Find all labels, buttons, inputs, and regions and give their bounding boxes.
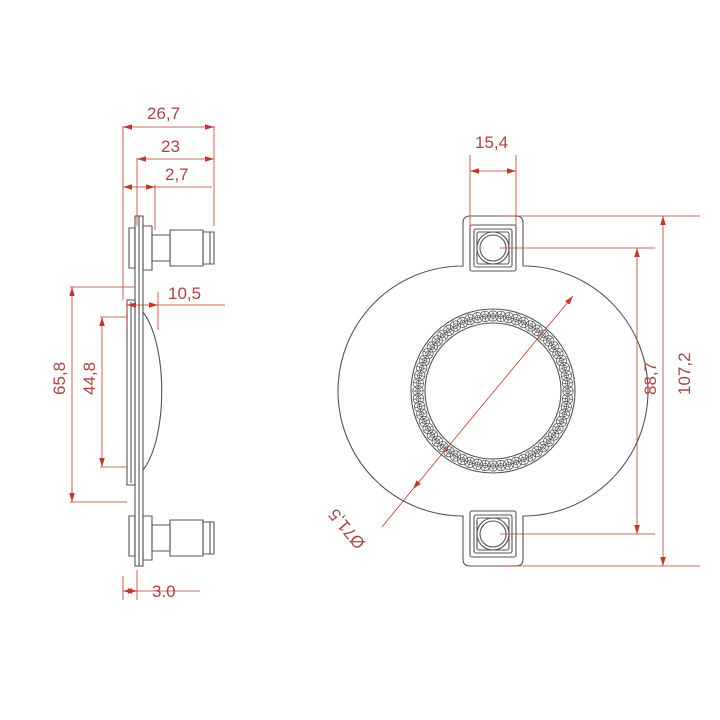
side-upper-connector xyxy=(142,225,215,271)
led-element-cross xyxy=(549,430,559,440)
dimlabel-107-2: 107,2 xyxy=(675,352,694,395)
dimlabel-26-7: 26,7 xyxy=(147,104,180,123)
side-lens-dome xyxy=(142,311,163,471)
dimlabel-15-4: 15,4 xyxy=(475,133,508,152)
side-lower-connector xyxy=(142,515,215,561)
side-view-dimensions xyxy=(69,124,225,600)
dimline-diameter xyxy=(412,295,574,490)
front-view-dimensions xyxy=(381,155,700,567)
side-view-geometry xyxy=(126,215,215,567)
side-cover-panel xyxy=(126,299,136,486)
led-element-cross xyxy=(444,325,454,335)
dimlabel-2-7: 2,7 xyxy=(165,165,189,184)
led-element-cross xyxy=(532,325,542,335)
dimlabel-23: 23 xyxy=(161,137,180,156)
side-lower-boss xyxy=(128,515,136,557)
led-ring-outer xyxy=(410,308,576,474)
side-upper-boss xyxy=(128,227,136,269)
led-ring-inner xyxy=(424,322,562,460)
front-body-outline xyxy=(337,215,649,567)
led-element-cross xyxy=(427,430,437,440)
front-view-geometry xyxy=(337,215,649,567)
led-element-cross xyxy=(549,342,559,352)
dimlabel-88-7: 88,7 xyxy=(641,362,660,395)
dimlabel-diameter-71-5: Ø71,5 xyxy=(325,505,369,553)
dimlabel-10-5: 10,5 xyxy=(168,284,201,303)
dimlabel-65-8: 65,8 xyxy=(50,362,69,395)
led-element-cross xyxy=(427,342,437,352)
dimline-diameter-tail xyxy=(381,488,414,528)
led-element-cross xyxy=(532,447,542,457)
dimlabel-44-8: 44,8 xyxy=(80,362,99,395)
dimlabel-3-0: 3.0 xyxy=(152,582,176,601)
led-ring-elements xyxy=(412,310,574,472)
